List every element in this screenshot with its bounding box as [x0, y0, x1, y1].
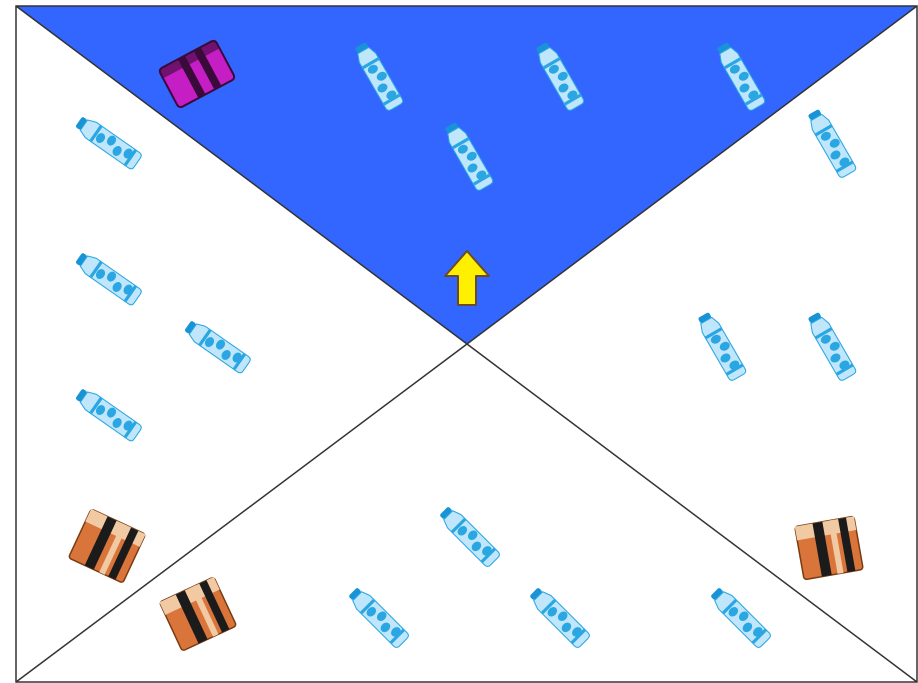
orange-box-icon[interactable] — [795, 516, 863, 580]
